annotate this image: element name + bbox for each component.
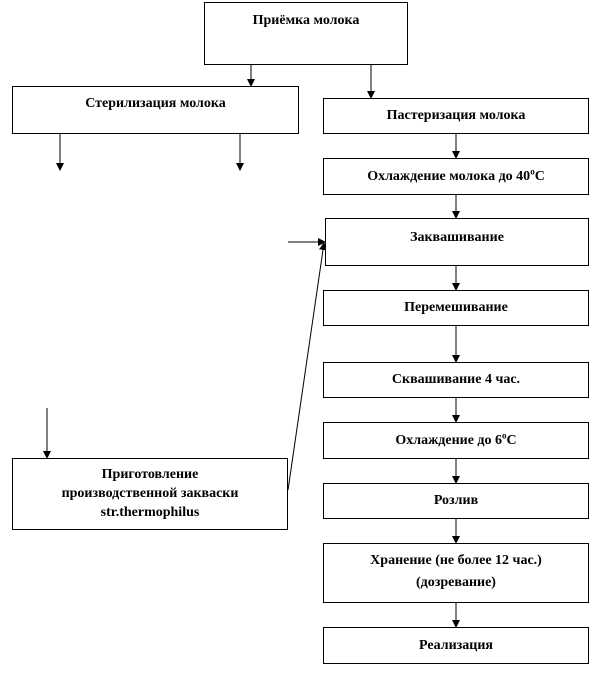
box-inoculation: Заквашивание xyxy=(325,218,589,266)
box-starter-line3: str.thermophilus xyxy=(100,505,200,520)
box-pasteurization: Пастеризация молока xyxy=(323,98,589,134)
box-cooling-40-label: Охлаждение молока до 40оС xyxy=(367,165,545,184)
box-inoculation-label: Заквашивание xyxy=(410,230,504,245)
arrow-starter-to-inoculation xyxy=(287,242,327,491)
box-pasteurization-label: Пастеризация молока xyxy=(386,108,526,123)
box-sterilization-label: Стерилизация молока xyxy=(85,96,226,111)
box-cooling-40: Охлаждение молока до 40оС xyxy=(323,158,589,195)
box-mixing: Перемешивание xyxy=(323,290,589,326)
box-starter-line1: Приготовление xyxy=(101,467,199,482)
box-sales: Реализация xyxy=(323,627,589,664)
box-bottling: Розлив xyxy=(323,483,589,519)
box-cooling-6-label: Охлаждение до 6оС xyxy=(395,429,517,448)
box-sterilization: Стерилизация молока xyxy=(12,86,299,134)
box-storage-line1: Хранение (не более 12 час.) xyxy=(370,553,542,568)
box-sales-label: Реализация xyxy=(419,637,493,653)
box-cooling-6: Охлаждение до 6оС xyxy=(323,422,589,459)
box-reception-label: Приёмка молока xyxy=(252,13,360,28)
box-mixing-label: Перемешивание xyxy=(404,300,508,315)
box-reception: Приёмка молока xyxy=(204,2,408,65)
box-bottling-label: Розлив xyxy=(433,493,479,508)
box-storage: Хранение (не более 12 час.) (дозревание) xyxy=(323,543,589,603)
box-souring-label: Сквашивание 4 час. xyxy=(391,372,521,387)
box-storage-line2: (дозревание) xyxy=(416,575,496,590)
box-souring: Сквашивание 4 час. xyxy=(323,362,589,398)
box-starter: Приготовление производственной закваски … xyxy=(12,458,288,530)
box-starter-line2: производственной закваски xyxy=(61,486,239,501)
